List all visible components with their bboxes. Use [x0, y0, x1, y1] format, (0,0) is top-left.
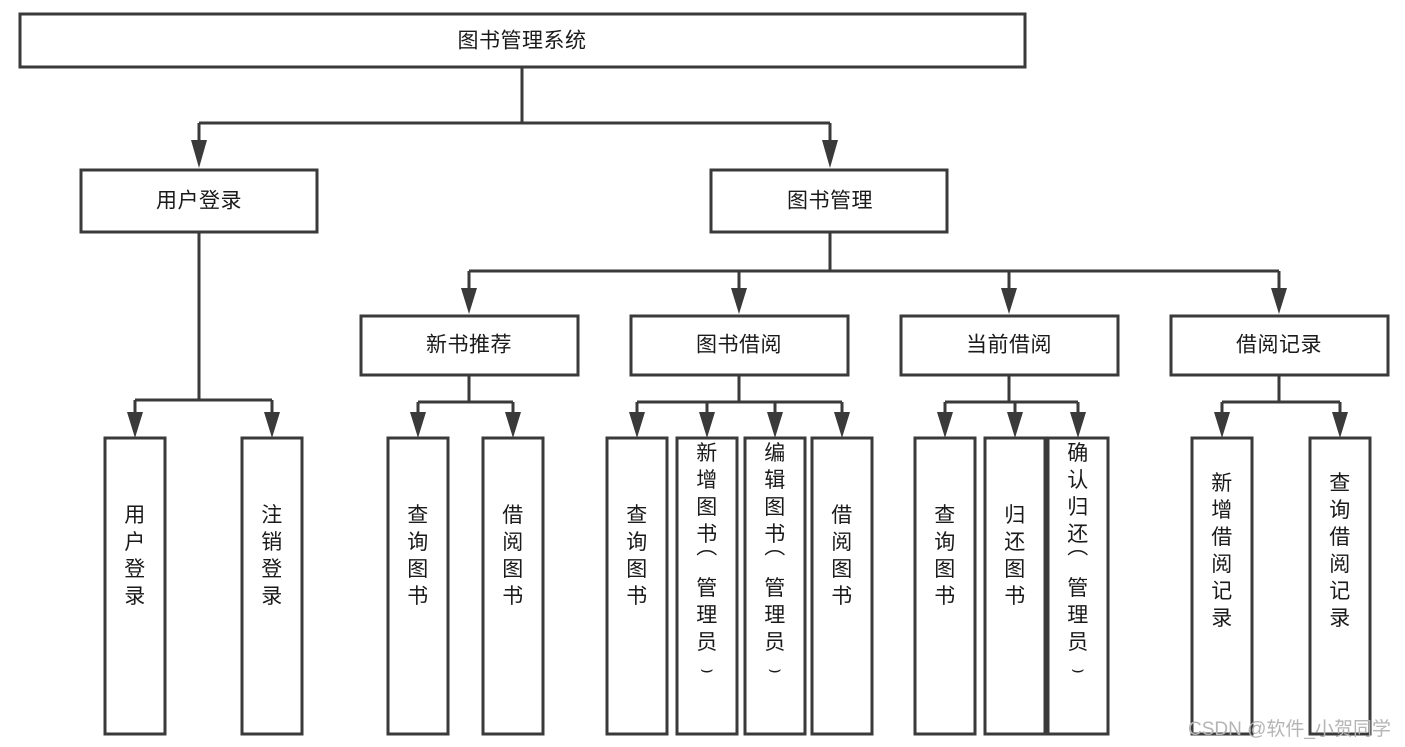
- arrow-head-leaf-user-login: [127, 412, 143, 438]
- connector-group-book-management-to-level3: [461, 233, 1287, 314]
- node-root-system-label: 图书管理系统: [458, 30, 587, 53]
- arrow-head-borrow-record: [1271, 288, 1287, 314]
- node-leaf-add-book-label: 新增图书⌒管理员⌣: [696, 442, 718, 681]
- node-current-borrow-box[interactable]: [899, 314, 1120, 377]
- connector-group-borrow-record-to-leaves: [1214, 376, 1348, 438]
- node-borrow-record-label: 借阅记录: [1236, 334, 1322, 357]
- node-book-borrow[interactable]: 图书借阅: [629, 314, 850, 377]
- node-leaf-query-record-label: 查询借阅记录: [1329, 472, 1351, 630]
- node-leaf-confirm-return-box[interactable]: [1046, 436, 1110, 736]
- node-leaf-query-book-1[interactable]: 查询图书: [386, 436, 450, 736]
- node-borrow-record-box[interactable]: [1169, 314, 1390, 377]
- node-leaf-query-book-2-box[interactable]: [605, 436, 669, 736]
- node-user-login-box[interactable]: [79, 168, 319, 234]
- node-new-book-recommend-label: 新书推荐: [426, 334, 512, 357]
- node-new-book-recommend[interactable]: 新书推荐: [359, 314, 580, 377]
- arrow-head-leaf-return-book: [1007, 412, 1023, 438]
- node-leaf-user-logout-label: 注销登录: [261, 504, 283, 608]
- node-leaf-user-login[interactable]: 用户登录: [103, 436, 167, 736]
- arrow-head-leaf-add-book: [699, 412, 715, 438]
- arrow-head-current-borrow: [1001, 288, 1017, 314]
- node-book-management-label: 图书管理: [787, 190, 873, 213]
- node-leaf-add-book-box[interactable]: [675, 436, 739, 736]
- node-leaf-query-book-3[interactable]: 查询图书: [913, 436, 977, 736]
- node-leaf-query-book-1-label: 查询图书: [407, 504, 429, 608]
- connector-group-user-login-to-leaves: [127, 233, 280, 438]
- node-leaf-add-record-label: 新增借阅记录: [1211, 472, 1233, 630]
- node-leaf-query-book-2[interactable]: 查询图书: [605, 436, 669, 736]
- node-leaf-query-book-1-box[interactable]: [386, 436, 450, 736]
- node-leaf-confirm-return-label: 确认归还⌒管理员⌣: [1067, 442, 1089, 681]
- node-book-management[interactable]: 图书管理: [709, 168, 949, 234]
- node-leaf-user-logout-box[interactable]: [240, 436, 304, 736]
- node-leaf-borrow-book-1[interactable]: 借阅图书: [481, 436, 545, 736]
- node-current-borrow[interactable]: 当前借阅: [899, 314, 1120, 377]
- arrow-head-leaf-query-book-2: [629, 412, 645, 438]
- arrow-head-leaf-confirm-return: [1070, 412, 1086, 438]
- arrow-head-book-borrow: [731, 288, 747, 314]
- node-book-borrow-box[interactable]: [629, 314, 850, 377]
- node-leaf-borrow-book-2-box[interactable]: [810, 436, 874, 736]
- node-user-login-label: 用户登录: [156, 190, 242, 213]
- node-leaf-user-logout[interactable]: 注销登录: [240, 436, 304, 736]
- connector-group-book-borrow-to-leaves: [629, 376, 850, 438]
- node-leaf-add-book[interactable]: 新增图书⌒管理员⌣: [675, 436, 739, 736]
- node-leaf-query-book-3-label: 查询图书: [934, 504, 956, 608]
- arrow-head-user-login: [191, 140, 207, 168]
- node-leaf-borrow-book-2[interactable]: 借阅图书: [810, 436, 874, 736]
- node-current-borrow-label: 当前借阅: [966, 334, 1052, 357]
- node-leaf-query-book-2-label: 查询图书: [626, 504, 648, 608]
- node-leaf-borrow-book-2-label: 借阅图书: [831, 504, 853, 608]
- arrow-head-new-book-recommend: [461, 288, 477, 314]
- node-leaf-borrow-book-1-box[interactable]: [481, 436, 545, 736]
- node-leaf-query-record-box[interactable]: [1308, 436, 1372, 736]
- arrow-head-leaf-borrow-book-1: [505, 412, 521, 438]
- node-leaf-edit-book-label: 编辑图书⌒管理员⌣: [764, 442, 786, 681]
- node-leaf-add-record[interactable]: 新增借阅记录: [1190, 436, 1254, 736]
- node-leaf-borrow-book-1-label: 借阅图书: [502, 504, 524, 608]
- node-leaf-user-login-label: 用户登录: [124, 504, 146, 608]
- connector-group-current-borrow-to-leaves: [937, 376, 1086, 438]
- node-user-login[interactable]: 用户登录: [79, 168, 319, 234]
- node-book-borrow-label: 图书借阅: [696, 334, 782, 357]
- arrow-head-leaf-query-book-3: [937, 412, 953, 438]
- arrow-head-leaf-add-record: [1214, 412, 1230, 438]
- node-leaf-return-book-label: 归还图书: [1004, 504, 1026, 608]
- arrow-head-book-management: [822, 140, 838, 168]
- node-leaf-edit-book-box[interactable]: [743, 436, 807, 736]
- node-root-system-box[interactable]: [18, 12, 1027, 69]
- node-leaf-edit-book[interactable]: 编辑图书⌒管理员⌣: [743, 436, 807, 736]
- node-leaf-query-record[interactable]: 查询借阅记录: [1308, 436, 1372, 736]
- arrow-head-leaf-query-book-1: [410, 412, 426, 438]
- node-new-book-recommend-box[interactable]: [359, 314, 580, 377]
- node-borrow-record[interactable]: 借阅记录: [1169, 314, 1390, 377]
- arrow-head-leaf-query-record: [1332, 412, 1348, 438]
- node-leaf-query-book-3-box[interactable]: [913, 436, 977, 736]
- arrow-head-leaf-edit-book: [767, 412, 783, 438]
- node-leaf-user-login-box[interactable]: [103, 436, 167, 736]
- node-root-system[interactable]: 图书管理系统: [18, 12, 1027, 69]
- connector-group-root-to-level2: [191, 68, 838, 168]
- node-leaf-return-book[interactable]: 归还图书: [983, 436, 1047, 736]
- connector-group-new-book-recommend-to-leaves: [410, 376, 521, 438]
- node-book-management-box[interactable]: [709, 168, 949, 234]
- node-leaf-return-book-box[interactable]: [983, 436, 1047, 736]
- node-leaf-confirm-return[interactable]: 确认归还⌒管理员⌣: [1046, 436, 1110, 736]
- arrow-head-leaf-borrow-book-2: [834, 412, 850, 438]
- node-leaf-add-record-box[interactable]: [1190, 436, 1254, 736]
- arrow-head-leaf-user-logout: [264, 412, 280, 438]
